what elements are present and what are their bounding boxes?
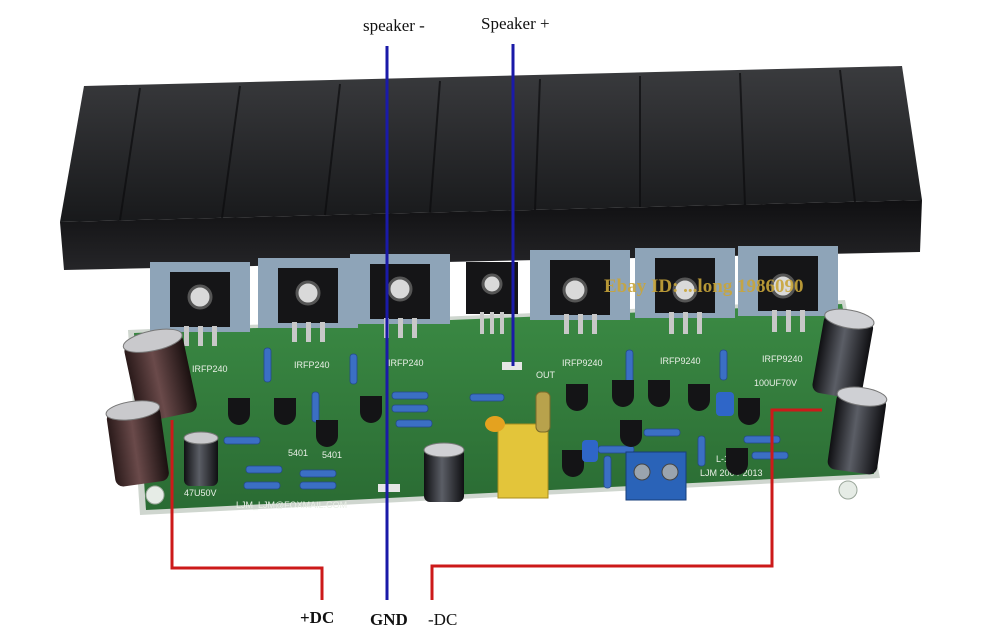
silk-cap-left: 47U50V (184, 488, 217, 498)
silk-q1: IRFP240 (192, 364, 228, 374)
silk-ic-1: 5401 (288, 448, 308, 458)
silk-q4: IRFP9240 (562, 358, 603, 368)
silk-q2: IRFP240 (294, 360, 330, 370)
wire-positive-dc (170, 420, 324, 600)
silk-model: L-15 (716, 454, 734, 464)
speaker-plus-label: Speaker + (481, 14, 550, 33)
heatsink (60, 66, 922, 270)
silk-q6: IRFP9240 (762, 354, 803, 364)
pcb (128, 300, 880, 515)
wires (170, 44, 822, 600)
silk-email: LJM_LJM@FOXMAIL.COM (236, 500, 347, 510)
ground-label: GND (370, 610, 408, 629)
silk-ic-2: 5401 (322, 450, 342, 460)
silk-q3: IRFP240 (388, 358, 424, 368)
positive-dc-label: +DC (300, 608, 335, 627)
wire-negative-dc (430, 408, 822, 600)
electrolytic-capacitors (105, 308, 888, 502)
small-components (223, 347, 789, 501)
silk-out: OUT (536, 370, 556, 380)
watermark: Ebay ID: ...long 1986090 (604, 276, 804, 297)
power-transistors (150, 246, 838, 346)
negative-dc-label: -DC (428, 610, 458, 629)
speaker-minus-label: speaker - (363, 16, 425, 35)
silk-q5: IRFP9240 (660, 356, 701, 366)
silk-cap-right: 100UF70V (754, 378, 797, 388)
